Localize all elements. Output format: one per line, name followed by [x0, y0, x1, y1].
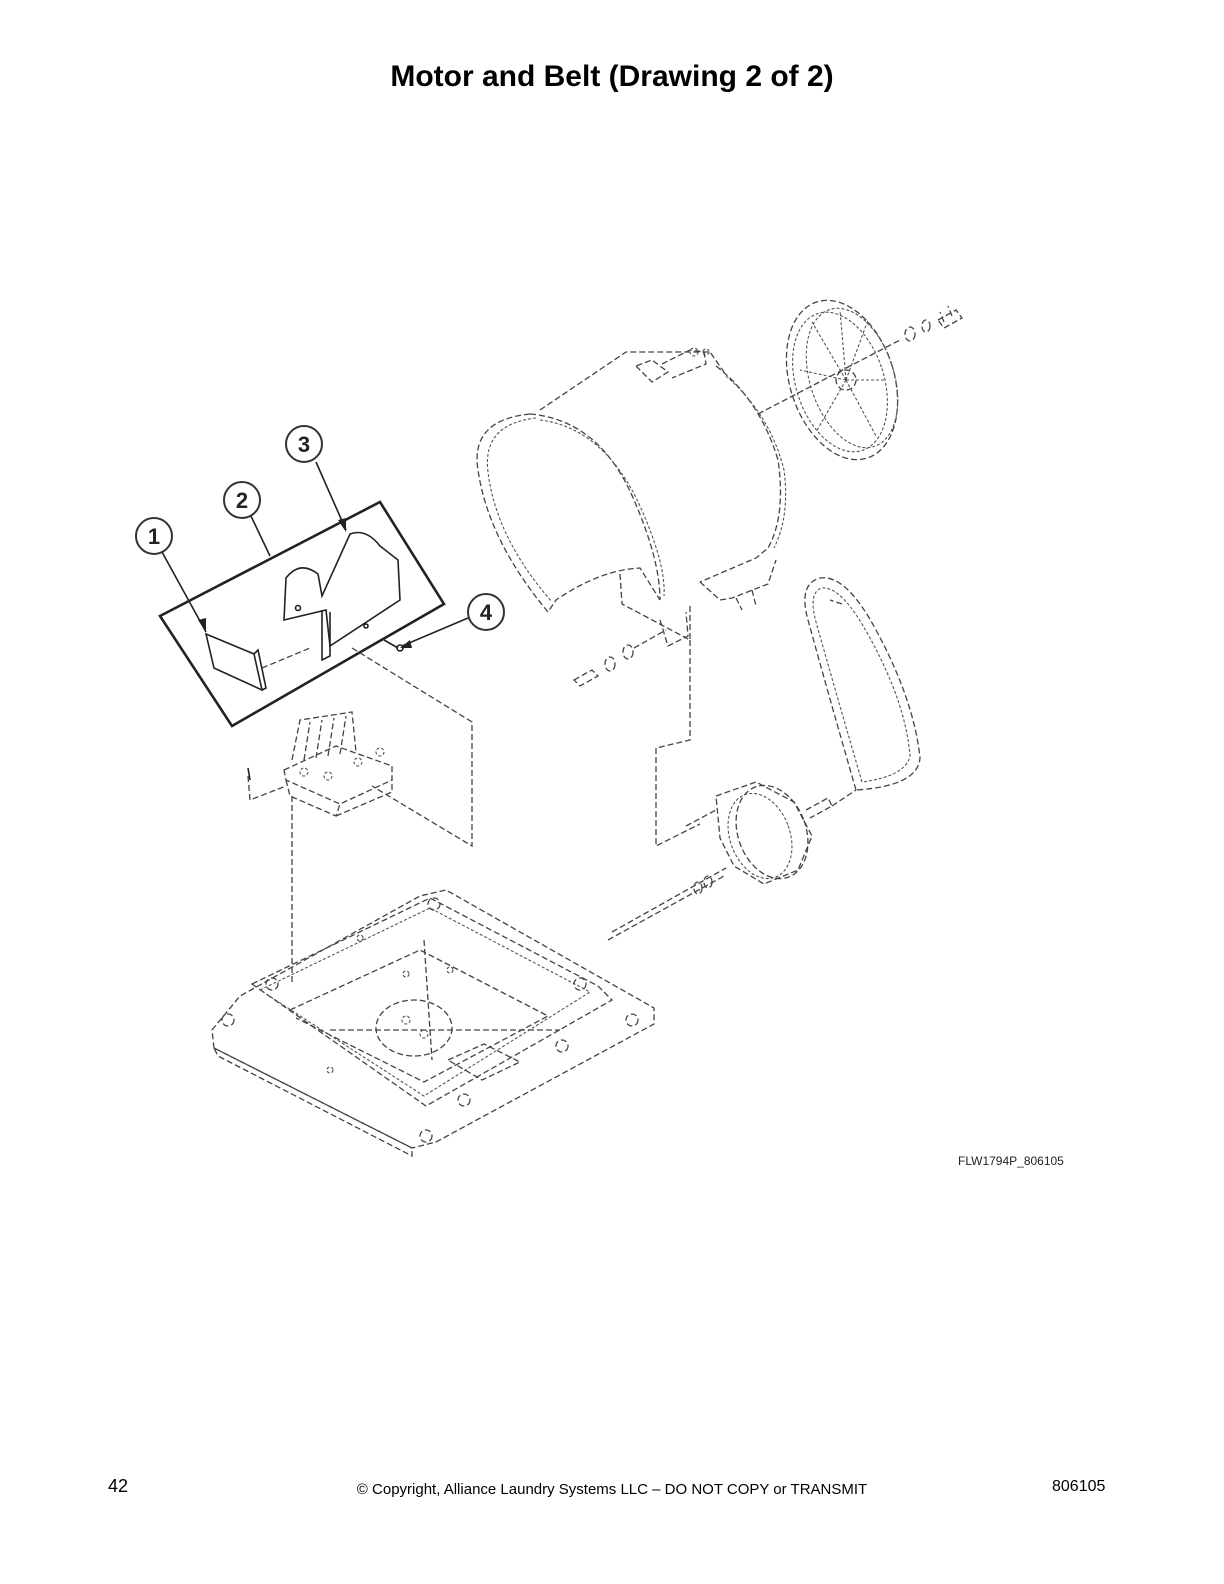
- document-number: 806105: [1052, 1478, 1106, 1495]
- part-screw: [383, 639, 404, 652]
- svg-text:2: 2: [236, 488, 248, 513]
- callout-leader-1: [161, 551, 207, 633]
- callout-arrow-4: [400, 640, 412, 648]
- part-motor: [607, 781, 857, 941]
- figure-id: FLW1794P_806105: [958, 1154, 1064, 1168]
- callout-arrow-3: [338, 518, 346, 532]
- svg-text:3: 3: [298, 432, 310, 457]
- svg-text:4: 4: [480, 600, 493, 625]
- part-pulley: [757, 299, 901, 461]
- callout-arrow-1: [198, 618, 206, 632]
- part-pulley-bolt: [904, 305, 963, 342]
- svg-text:1: 1: [148, 524, 160, 549]
- part-shield: [283, 531, 401, 662]
- callout-3: 3: [285, 425, 323, 463]
- part-terminal-block: [247, 711, 393, 817]
- part-drum: [476, 347, 787, 647]
- callout-leader-2: [249, 513, 271, 557]
- copyright-notice: © Copyright, Alliance Laundry Systems LL…: [356, 1481, 868, 1498]
- callout-leader-3: [315, 461, 347, 531]
- callout-4: 4: [467, 593, 505, 631]
- callout-box: [158, 500, 446, 728]
- page-number: 42: [108, 1476, 129, 1496]
- callout-2: 2: [223, 481, 261, 519]
- callout-leader-4: [401, 617, 469, 647]
- part-cover-plate: [204, 632, 267, 692]
- callout-1: 1: [135, 517, 173, 555]
- part-belt: [804, 577, 921, 791]
- part-tub-bolt: [572, 629, 667, 687]
- page-title: Motor and Belt (Drawing 2 of 2): [390, 60, 834, 93]
- part-base-frame: [211, 889, 655, 1158]
